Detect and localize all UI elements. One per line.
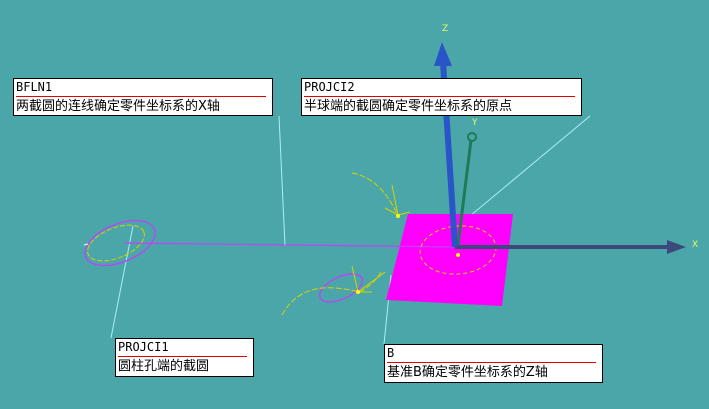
callout-projci2[interactable]: PROJCI2 半球端的截圆确定零件坐标系的原点 (301, 78, 582, 116)
datum-plane-b[interactable] (386, 214, 513, 306)
hemisphere-curve-top[interactable] (351, 172, 399, 217)
circle-cylinder-end-outer[interactable] (79, 212, 162, 275)
leader-line-bfln1 (278, 115, 286, 247)
y-axis[interactable] (456, 139, 473, 246)
y-axis-arrowhead (467, 132, 477, 142)
leader-line-projci2 (469, 115, 591, 217)
callout-bfln1-name: BFLN1 (16, 80, 53, 94)
callout-bfln1[interactable]: BFLN1 两截圆的连线确定零件坐标系的X轴 (13, 78, 273, 116)
hemisphere-top-point (396, 214, 400, 218)
callout-projci2-name: PROJCI2 (304, 80, 355, 94)
leader-line-projci1 (110, 225, 134, 339)
callout-bfln1-desc: 两截圆的连线确定零件坐标系的X轴 (16, 99, 220, 114)
circle-cylinder-end-inner[interactable] (83, 218, 150, 268)
callout-datum-b-underline (387, 362, 596, 363)
z-axis-arrowhead (434, 42, 452, 66)
callout-datum-b-name: B (387, 346, 395, 360)
x-axis-arrowhead (667, 240, 686, 254)
callout-projci1-name: PROJCI1 (118, 340, 169, 354)
axis-label-z: Z (442, 24, 449, 34)
callout-projci1-desc: 圆柱孔端的截圆 (118, 359, 210, 374)
callout-projci1-underline (118, 356, 247, 357)
axis-label-y: Y (472, 118, 478, 128)
callout-datum-b-desc: 基准B确定零件坐标系的Z轴 (387, 365, 548, 380)
hemisphere-curve-top-mark (384, 184, 411, 216)
callout-projci1[interactable]: PROJCI1 圆柱孔端的截圆 (115, 338, 254, 377)
callout-bfln1-underline (16, 96, 266, 97)
hemisphere-lower-point (356, 290, 360, 294)
callout-projci2-desc: 半球端的截圆确定零件坐标系的原点 (304, 99, 513, 114)
hemisphere-curve-lower-mark (351, 265, 386, 293)
cylinder-end-tick (83, 243, 89, 246)
origin-point (456, 253, 460, 257)
callout-datum-b[interactable]: B 基准B确定零件坐标系的Z轴 (384, 344, 603, 383)
connection-line-bfln1[interactable] (123, 242, 456, 248)
hemisphere-circle-lower[interactable] (316, 268, 367, 307)
axis-label-x: X (692, 240, 699, 250)
callout-projci2-underline (304, 96, 575, 97)
